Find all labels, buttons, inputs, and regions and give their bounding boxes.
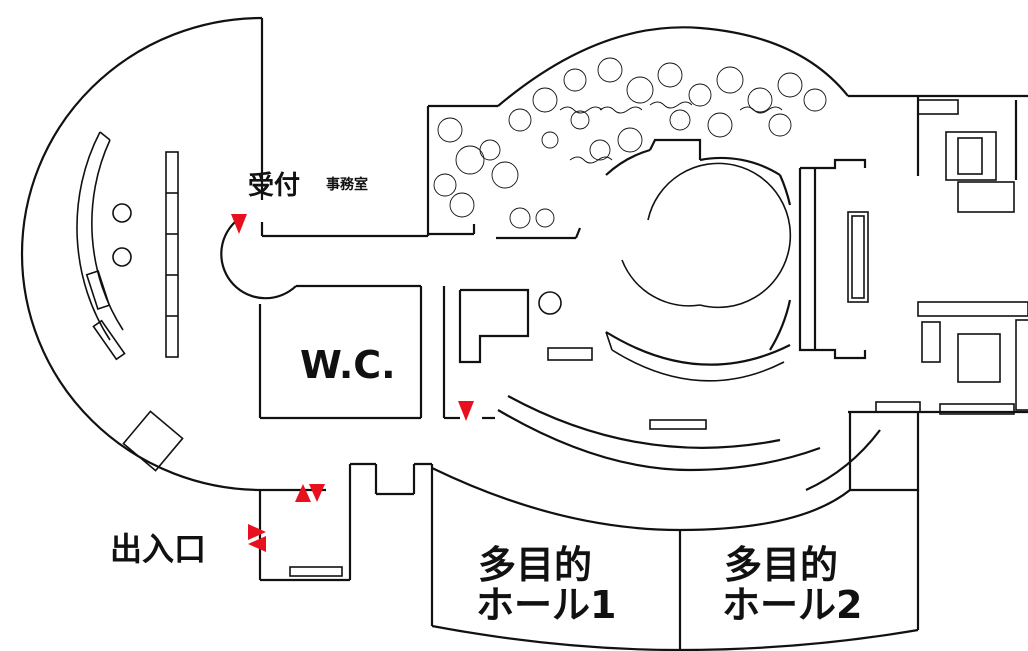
corridor-walls — [220, 221, 495, 420]
entrance-left-marker-icon — [248, 524, 266, 540]
entrance-label: 出入口 — [110, 530, 206, 568]
reception-marker-icon — [231, 214, 247, 234]
hall2-label-line1: 多目的 — [724, 543, 838, 587]
rotunda — [458, 138, 881, 492]
multipurpose-halls — [430, 464, 920, 651]
office-label: 事務室 — [326, 176, 368, 193]
entrance-up-marker-icon — [295, 484, 311, 502]
hall2-label-line2: ホール2 — [722, 583, 862, 627]
reception-label: 受付 — [248, 170, 300, 201]
entrance-left2-marker-icon — [248, 536, 266, 552]
wc-label: W.C. — [300, 343, 396, 387]
markers — [231, 214, 474, 552]
east-rooms — [798, 94, 1028, 492]
entrance-walls — [258, 462, 432, 582]
entrance-down-marker-icon — [309, 484, 325, 502]
garden-area — [426, 26, 849, 240]
lobby-walls — [20, 16, 428, 492]
hall1-label-line1: 多目的 — [478, 543, 592, 587]
hall1-label-line2: ホール1 — [476, 583, 616, 627]
wc-marker-icon — [458, 401, 474, 421]
